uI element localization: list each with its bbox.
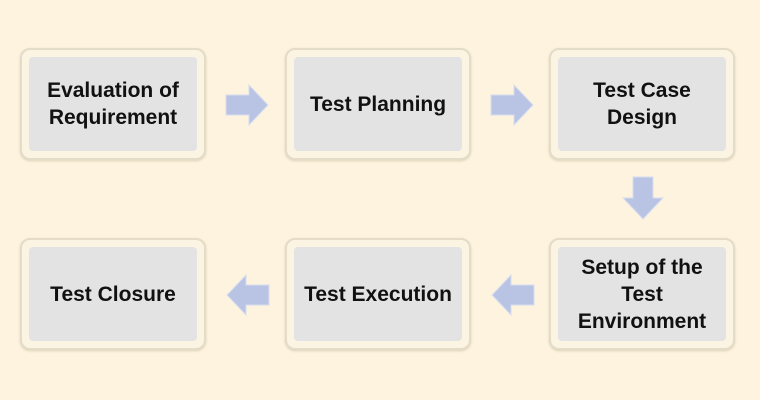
step-label: Setup of the Test Environment — [558, 247, 726, 341]
step-setup-of-the-test-environment: Setup of the Test Environment — [549, 238, 735, 350]
step-test-planning: Test Planning — [285, 48, 471, 160]
step-test-case-design: Test Case Design — [549, 48, 735, 160]
step-label: Test Case Design — [558, 57, 726, 151]
arrow-down-icon — [622, 176, 664, 220]
step-label: Test Planning — [294, 57, 462, 151]
step-evaluation-of-requirement: Evaluation of Requirement — [20, 48, 206, 160]
step-test-closure: Test Closure — [20, 238, 206, 350]
arrow-right-icon — [225, 84, 269, 126]
step-label: Test Execution — [294, 247, 462, 341]
step-test-execution: Test Execution — [285, 238, 471, 350]
step-label: Test Closure — [29, 247, 197, 341]
step-label: Evaluation of Requirement — [29, 57, 197, 151]
arrow-right-icon — [490, 84, 534, 126]
arrow-left-icon — [226, 274, 270, 316]
arrow-left-icon — [491, 274, 535, 316]
